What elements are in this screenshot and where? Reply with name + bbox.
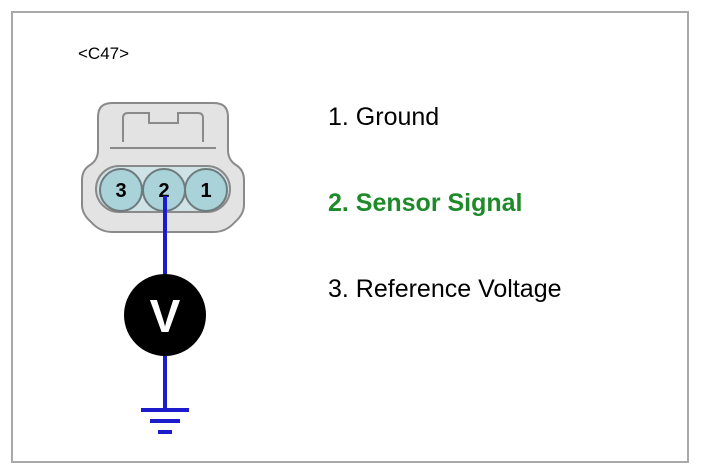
connector-latch (122, 112, 204, 142)
voltmeter-symbol: V (150, 290, 181, 342)
connector-id-label: <C47> (78, 44, 130, 63)
pin-2-label: 2 (158, 180, 169, 202)
pin-legend: 1. Ground 2. Sensor Signal 3. Reference … (328, 102, 562, 360)
connector-pins: 3 2 1 (99, 168, 228, 212)
voltmeter: V (124, 274, 206, 356)
pin-1 (184, 168, 228, 212)
legend-item-sensor-signal: 2. Sensor Signal (328, 189, 523, 217)
legend-item-ground: 1. Ground (328, 103, 440, 131)
pin-1-label: 1 (200, 180, 211, 202)
diagram-frame (11, 11, 689, 463)
legend-item-reference-voltage: 3. Reference Voltage (328, 275, 562, 303)
pin-3-label: 3 (115, 180, 126, 202)
voltmeter-body (124, 274, 206, 356)
ground-icon (141, 408, 189, 434)
